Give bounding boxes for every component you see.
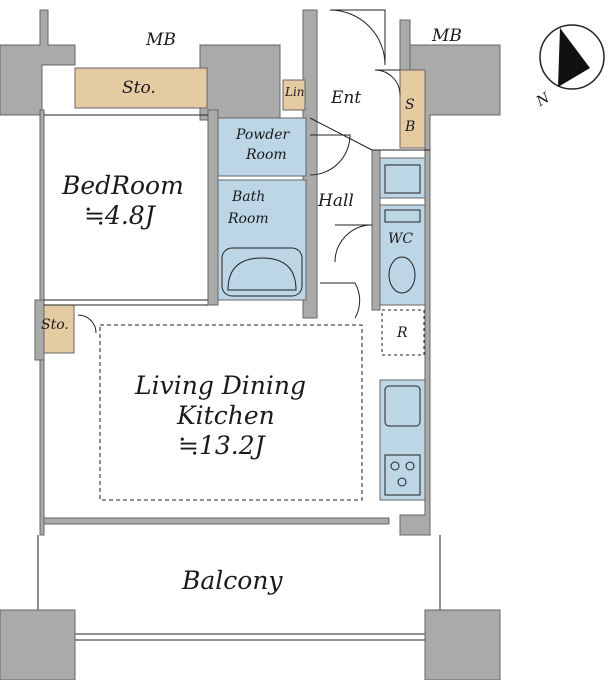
hall-label: Hall (318, 191, 354, 211)
refrigerator-space (381, 309, 425, 356)
toilet-bowl (388, 256, 416, 294)
washer-pan (379, 157, 426, 199)
powder-room (217, 117, 307, 177)
doors (77, 9, 401, 334)
ldk-dashed-area (99, 324, 363, 501)
storage-left-label: Sto. (41, 317, 69, 333)
shoebox-s-label: S (405, 97, 415, 113)
mb-label-right: MB (432, 26, 462, 46)
shoebox-b-label: B (405, 119, 416, 135)
powder-room-label-1: Powder (236, 127, 290, 143)
balcony-area (0, 535, 501, 680)
powder-room-label-2: Room (246, 147, 287, 163)
storage-top-label: Sto. (122, 78, 156, 98)
refrigerator-label: R (397, 325, 408, 341)
entrance-label: Ent (331, 88, 362, 108)
room-lines (44, 114, 430, 501)
north-compass (539, 24, 605, 90)
kitchen-counter (379, 379, 426, 501)
linen-label: Lin (285, 85, 305, 99)
toilet-tank (384, 209, 421, 223)
mb-label-left: MB (146, 30, 176, 50)
stove (384, 454, 421, 496)
ldk-label-1: Living Dining (135, 371, 307, 400)
balcony-column-right (424, 609, 501, 680)
ldk-label-2: Kitchen (177, 401, 275, 430)
linen-closet (282, 79, 306, 111)
wc-label: WC (388, 231, 414, 247)
bathtub (221, 247, 303, 297)
sink (384, 385, 421, 427)
bath-room (217, 179, 307, 301)
fixtures (221, 164, 425, 496)
shoe-box (399, 69, 426, 149)
bath-room-label-2: Room (228, 211, 269, 227)
balcony-label: Balcony (182, 566, 283, 595)
bedroom-size: ≒4.8J (84, 201, 155, 230)
storage-areas (43, 67, 426, 354)
bath-room-label-1: Bath (232, 189, 266, 205)
bedroom-label: BedRoom (62, 171, 184, 200)
storage-top (74, 67, 208, 109)
ldk-size: ≒13.2J (178, 431, 265, 460)
balcony-column-left (0, 609, 76, 680)
wc-room (379, 204, 426, 306)
